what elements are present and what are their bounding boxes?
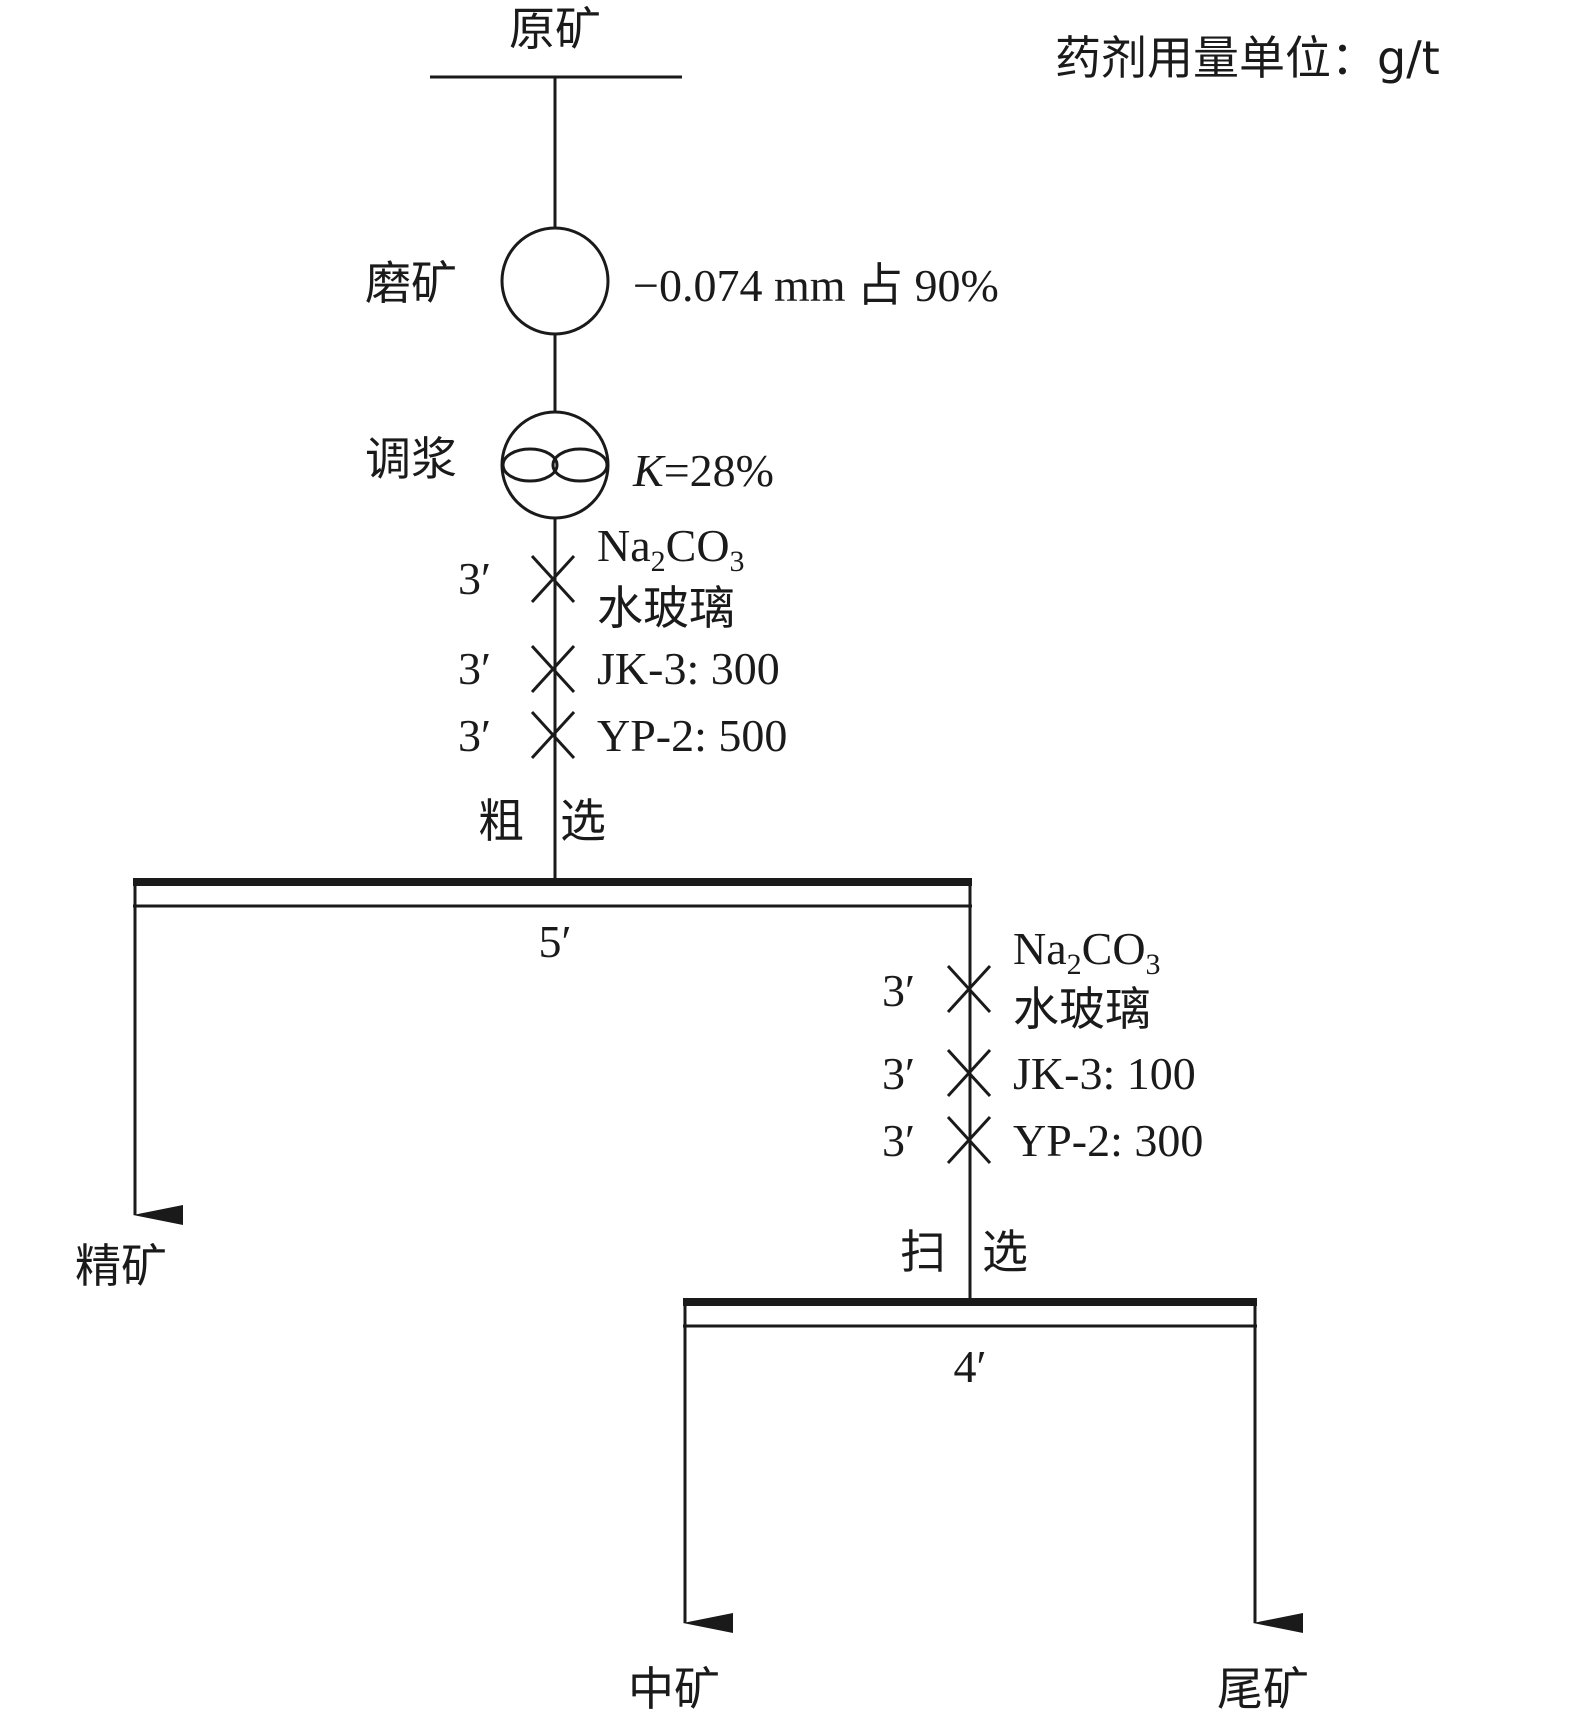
reagent-formula: Na2CO3 <box>597 520 745 578</box>
scavenger-time: 4′ <box>953 1341 986 1392</box>
reagent-cross-icon <box>946 1115 992 1165</box>
conditioning-spec: K=28% <box>632 445 774 496</box>
grinding-mill-icon <box>500 226 610 336</box>
reagent-dose: YP-2: 300 <box>1013 1115 1203 1166</box>
scavenger-label-b: 选 <box>982 1225 1028 1279</box>
reagent-cross-icon <box>946 1048 992 1098</box>
agitator-left-icon <box>501 447 559 483</box>
feed-label: 原矿 <box>509 2 601 56</box>
rougher-flotation-cell <box>133 878 972 908</box>
tailings-label: 尾矿 <box>1217 1662 1309 1716</box>
rougher-label-b: 选 <box>560 794 606 848</box>
reagent-formula: Na2CO3 <box>1013 923 1161 981</box>
concentrate-label: 精矿 <box>75 1239 167 1293</box>
rougher-reagent-1: 3′ Na2CO3 水玻璃 <box>458 520 745 635</box>
reagent-cross-icon <box>530 554 576 604</box>
reagent-cross-icon <box>946 964 992 1014</box>
reagent-name: 水玻璃 <box>1013 982 1151 1036</box>
scavenger-flotation-cell <box>683 1298 1257 1328</box>
reagent-time: 3′ <box>882 965 915 1016</box>
rougher-time: 5′ <box>538 916 571 967</box>
reagent-time: 3′ <box>882 1048 915 1099</box>
reagent-time: 3′ <box>882 1115 915 1166</box>
scavenger-label-a: 扫 <box>900 1225 946 1279</box>
reagent-time: 3′ <box>458 710 491 761</box>
reagent-dose: JK-3: 300 <box>597 643 780 694</box>
scavenger-reagent-2: 3′ JK-3: 100 <box>882 1048 1196 1099</box>
middling-label: 中矿 <box>628 1662 720 1716</box>
reagent-time: 3′ <box>458 643 491 694</box>
agitator-right-icon <box>551 447 609 483</box>
conditioning-label: 调浆 <box>365 432 457 486</box>
reagent-cross-icon <box>530 710 576 760</box>
reagent-dose: YP-2: 500 <box>597 710 787 761</box>
reagent-dose: JK-3: 100 <box>1013 1048 1196 1099</box>
reagent-name: 水玻璃 <box>597 581 735 635</box>
grinding-spec: −0.074 mm 占 90% <box>633 260 999 311</box>
rougher-label-a: 粗 <box>478 794 524 848</box>
grinding-label: 磨矿 <box>365 256 457 310</box>
rougher-reagent-2: 3′ JK-3: 300 <box>458 643 780 694</box>
rougher-reagent-3: 3′ YP-2: 500 <box>458 710 787 761</box>
scavenger-reagent-3: 3′ YP-2: 300 <box>882 1115 1203 1166</box>
conditioning-tank-icon <box>500 410 610 520</box>
scavenger-reagent-1: 3′ Na2CO3 水玻璃 <box>882 923 1161 1036</box>
unit-note: 药剂用量单位：g/t <box>1055 31 1440 85</box>
reagent-time: 3′ <box>458 553 491 604</box>
reagent-cross-icon <box>530 644 576 694</box>
